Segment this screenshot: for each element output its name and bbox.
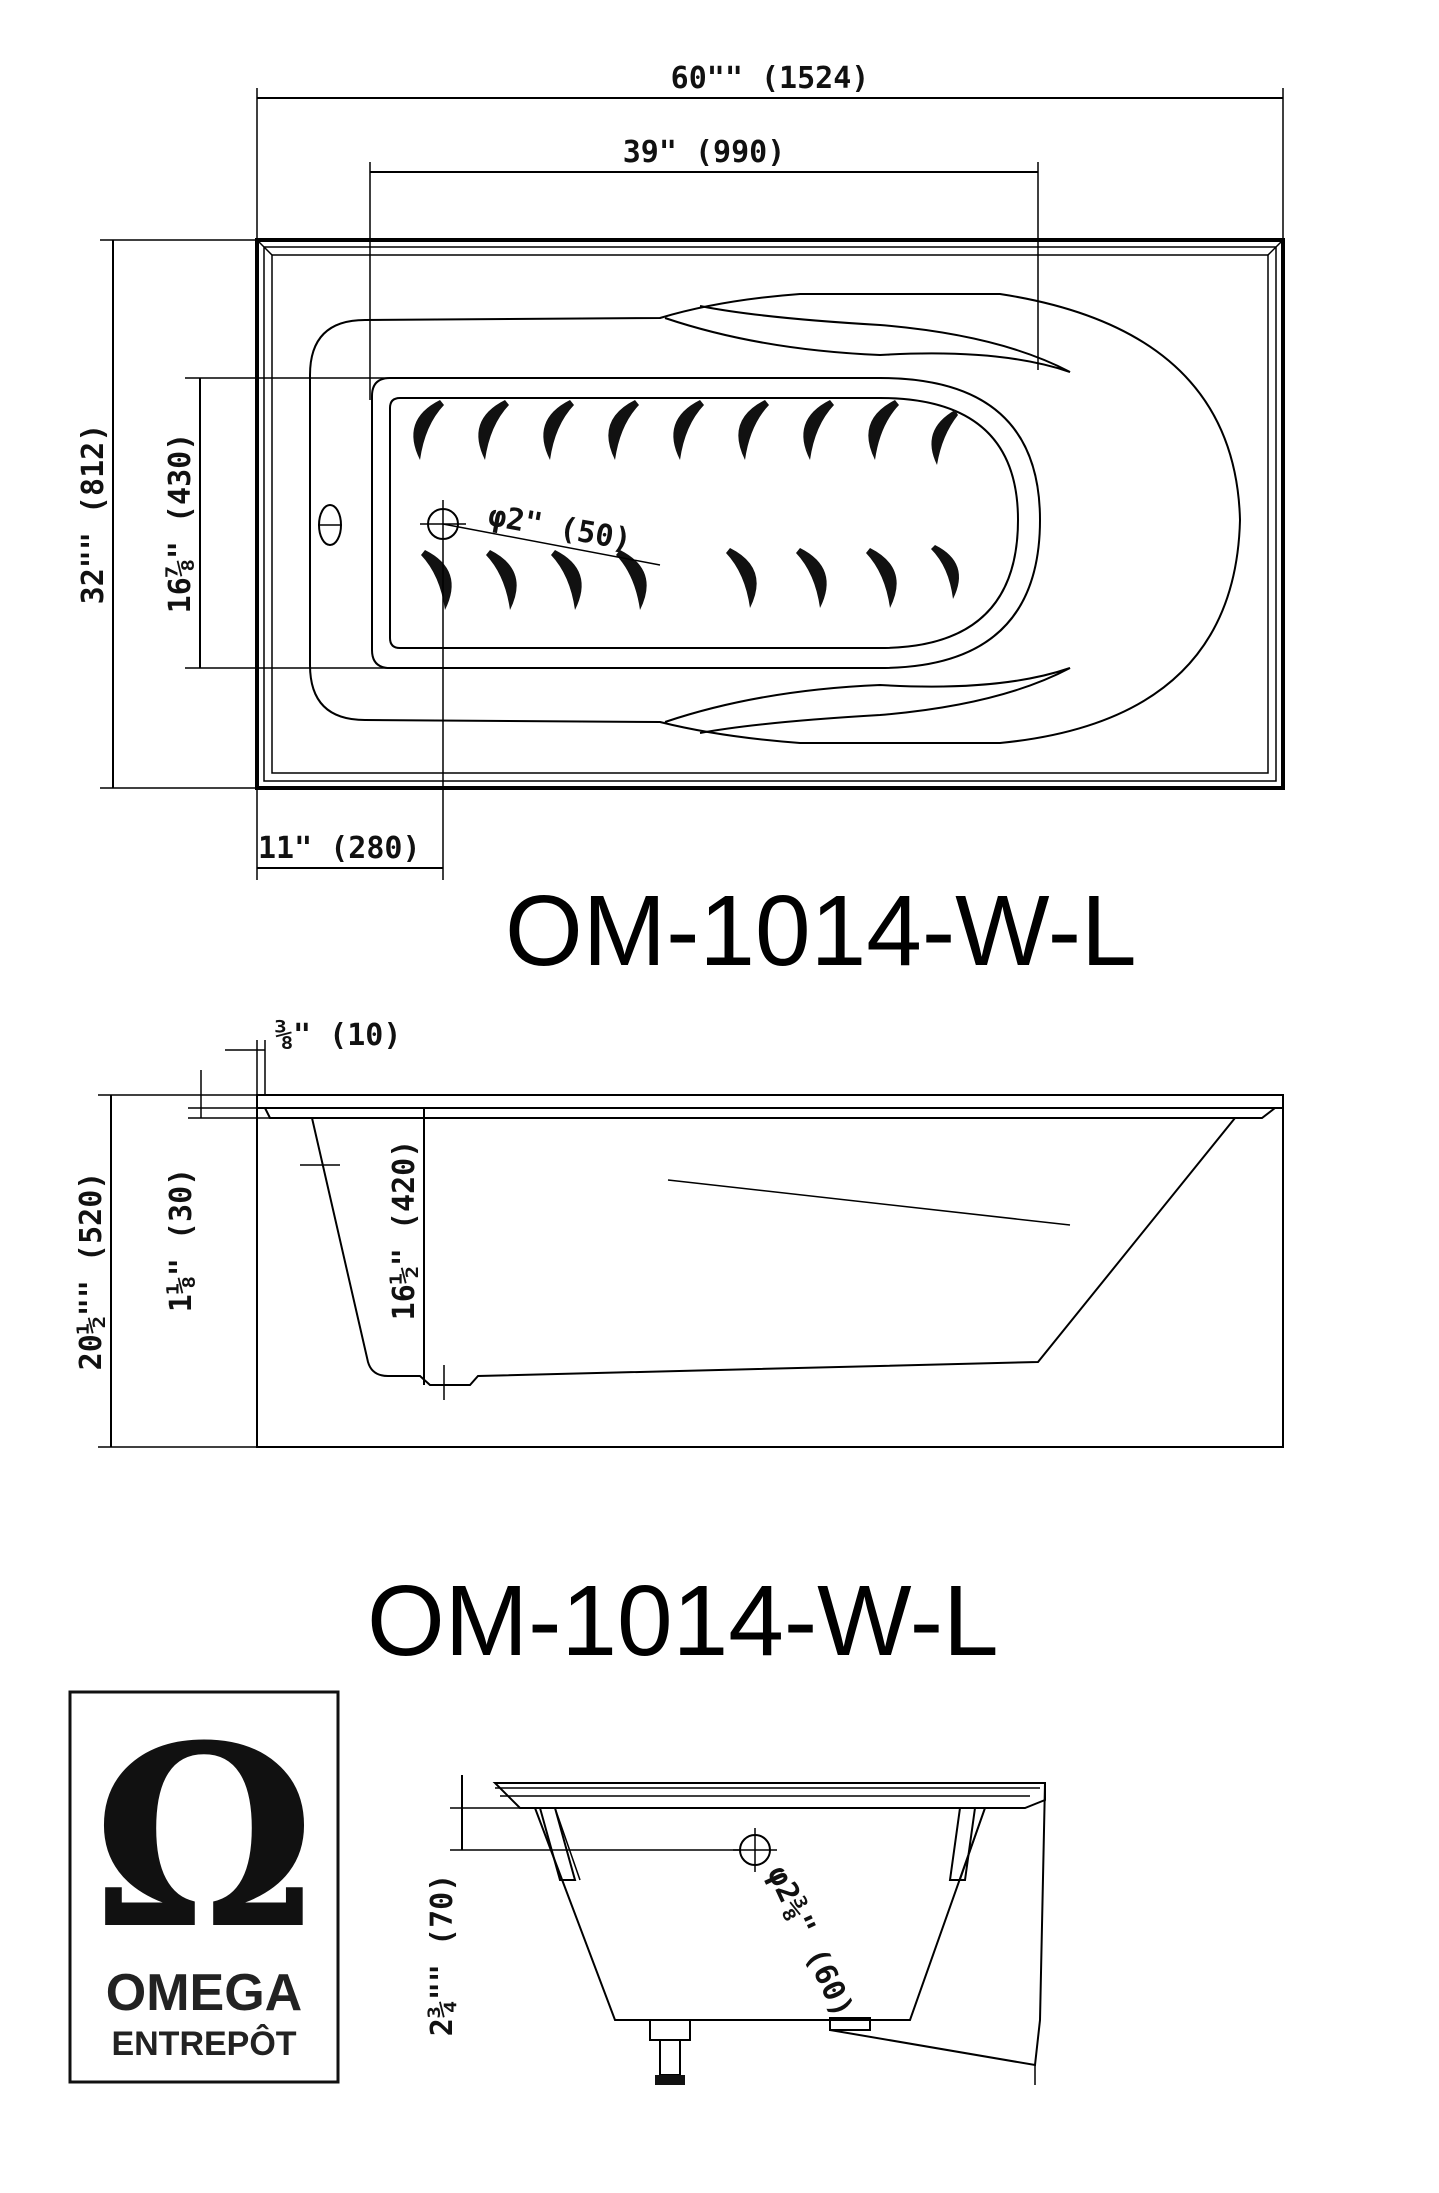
tub-outer-rim <box>255 238 1285 790</box>
model-number-side: OM-1014-W-L <box>367 1565 999 1677</box>
dim-drain-diameter: φ2" (50) <box>486 498 634 558</box>
dim-basin-width: 16⅞" (430) <box>163 433 198 614</box>
dim-line-total-width <box>100 239 257 789</box>
basin-outer <box>371 377 1042 669</box>
dim-line-basin-width <box>185 377 390 669</box>
dim-rim-thickness: ⅜" (10) <box>275 1018 401 1053</box>
dim-line-drain-offset <box>256 788 443 880</box>
dim-total-width: 32"" (812) <box>76 424 111 605</box>
dim-line-total-length <box>256 88 1284 240</box>
omega-logo: Ω OMEGA ENTREPÔT <box>68 1690 340 2084</box>
end-body <box>534 1807 986 2021</box>
drain-mark-side <box>432 1365 456 1400</box>
armrest-bottom <box>664 667 1071 734</box>
dim-line-rim-thickness <box>225 1040 266 1095</box>
top-view: 60"" (1524) 39" (990) <box>76 61 1285 987</box>
omega-symbol-icon: Ω <box>93 1690 316 1984</box>
dim-overflow-height: 2¾"" (70) <box>425 1874 460 2037</box>
dim-overflow-diameter: φ2⅜" (60) <box>760 1861 860 2023</box>
tub-apron <box>256 1094 1284 1448</box>
armrest-top <box>664 305 1071 373</box>
end-support-right <box>948 1807 977 1881</box>
dim-line-total-height <box>98 1094 257 1448</box>
dim-line-overflow-height <box>450 1775 740 1851</box>
tub-rim-side <box>257 1107 1283 1119</box>
model-number-top: OM-1014-W-L <box>505 875 1137 987</box>
end-view: 2¾"" (70) φ2⅜" (60) <box>425 1775 1046 2085</box>
tub-deck-outline <box>309 293 1242 744</box>
basin-slope-line <box>667 1179 1071 1226</box>
logo-name: OMEGA <box>106 1964 302 2022</box>
anti-slip-pattern <box>413 400 959 610</box>
basin-inner <box>389 397 1020 649</box>
end-feet <box>649 2019 691 2085</box>
end-base-frame <box>829 1782 1046 2067</box>
overflow-fitting <box>318 504 342 546</box>
end-rim <box>492 1782 1046 1809</box>
dim-drain-offset: 11" (280) <box>258 831 421 866</box>
dim-line-lip <box>188 1070 270 1119</box>
dim-lip: 1⅛" (30) <box>164 1168 199 1313</box>
drain-fitting <box>420 500 661 880</box>
side-view: ⅜" (10) 20½"" (520) 1⅛" (30) <box>74 1018 1284 1677</box>
dim-basin-length: 39" (990) <box>623 135 786 170</box>
dim-total-length: 60"" (1524) <box>671 61 870 96</box>
end-support-left <box>538 1807 577 1881</box>
logo-subtitle: ENTREPÔT <box>111 2024 296 2063</box>
dim-line-basin-length <box>369 162 1039 400</box>
dim-basin-depth: 16½" (420) <box>387 1140 422 1321</box>
basin-profile-side <box>311 1117 1236 1386</box>
dim-total-height: 20½"" (520) <box>74 1172 109 1371</box>
